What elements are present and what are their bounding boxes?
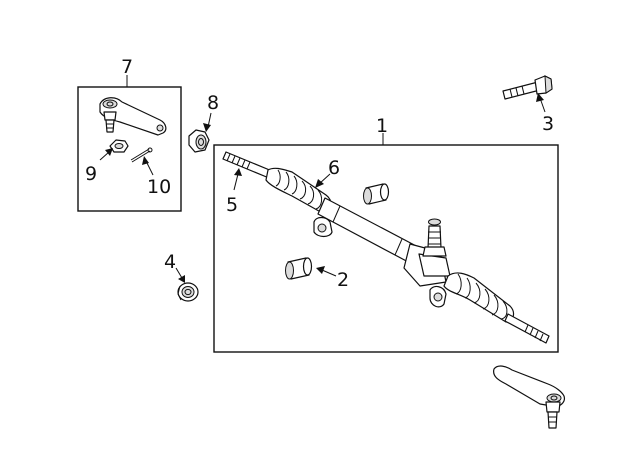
bolt-part-3	[502, 75, 553, 100]
nut-part-9	[109, 139, 129, 153]
callout-5: 5	[226, 194, 238, 216]
callout-1: 1	[376, 115, 388, 137]
callout-6: 6	[328, 157, 340, 179]
steering-rack-part-1	[222, 151, 550, 344]
tie-rod-end-box	[77, 86, 182, 212]
outer-tie-rod-end	[493, 365, 565, 429]
callout-8: 8	[207, 92, 219, 114]
callout-10: 10	[147, 176, 171, 198]
bushing-part-2-upper	[363, 183, 390, 205]
callout-9: 9	[85, 163, 97, 185]
callout-2: 2	[337, 269, 349, 291]
cotter-pin-part-10	[130, 147, 153, 163]
tie-rod-end-part-7	[99, 97, 167, 136]
callout-7: 7	[121, 56, 133, 78]
callout-4: 4	[164, 251, 176, 273]
lock-nut-part-4	[177, 282, 199, 302]
steering-gear-box	[213, 144, 559, 353]
nut-part-8	[188, 129, 210, 153]
callout-3: 3	[542, 113, 554, 135]
bushing-part-2-lower	[285, 257, 313, 280]
